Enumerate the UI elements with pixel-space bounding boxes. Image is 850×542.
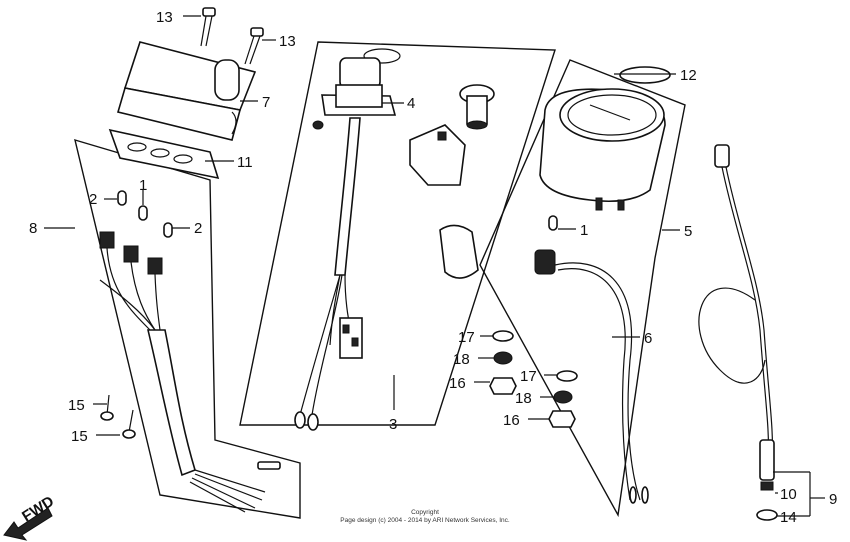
switch-body bbox=[409, 124, 466, 186]
bulb-1-right bbox=[548, 215, 558, 231]
nut-18-right bbox=[553, 390, 573, 404]
callout-1-right: 1 bbox=[580, 222, 588, 239]
bulb-1-left bbox=[138, 205, 148, 221]
callout-3: 3 bbox=[389, 416, 397, 433]
speedometer-5 bbox=[539, 88, 666, 211]
socket-harness-8 bbox=[99, 231, 281, 513]
clip-15-upper bbox=[100, 394, 114, 421]
callout-16-left: 16 bbox=[449, 375, 466, 392]
callout-12: 12 bbox=[680, 67, 697, 84]
panel-left bbox=[74, 138, 301, 519]
callout-14: 14 bbox=[780, 509, 797, 526]
clip-15-lower bbox=[122, 409, 136, 439]
washer-17-right bbox=[556, 370, 578, 382]
copyright-line-2: Page design (c) 2004 - 2014 by ARI Netwo… bbox=[340, 517, 510, 524]
callout-15-lower: 15 bbox=[71, 428, 88, 445]
panel-center bbox=[239, 41, 556, 426]
key-cylinder bbox=[459, 84, 495, 130]
copyright-line-1: Copyright bbox=[411, 509, 439, 516]
callout-13-right: 13 bbox=[279, 33, 296, 50]
bolt-13-left bbox=[200, 7, 216, 47]
bulb-2-left bbox=[117, 190, 127, 206]
switch-harness-3 bbox=[294, 117, 363, 431]
nut-18-left bbox=[493, 351, 513, 365]
copyright-notice: Copyright Page design (c) 2004 - 2014 by… bbox=[330, 509, 520, 525]
callout-17-left: 17 bbox=[458, 329, 475, 346]
callout-11: 11 bbox=[237, 154, 253, 171]
callout-2-right: 2 bbox=[194, 220, 202, 237]
callout-5: 5 bbox=[684, 223, 692, 240]
callout-4: 4 bbox=[407, 95, 415, 112]
callout-1-left: 1 bbox=[139, 177, 147, 194]
washer-17-left bbox=[492, 330, 514, 342]
indicator-housing-7 bbox=[116, 41, 257, 141]
nut-16-right bbox=[548, 410, 576, 428]
leader-lines bbox=[44, 15, 825, 517]
callout-9: 9 bbox=[829, 491, 837, 508]
callout-10: 10 bbox=[780, 486, 797, 503]
callout-8: 8 bbox=[29, 220, 37, 237]
fwd-arrow bbox=[3, 507, 53, 541]
callout-2-left: 2 bbox=[89, 191, 97, 208]
bulb-2-right bbox=[163, 222, 173, 238]
gasket-11 bbox=[108, 128, 220, 180]
callout-16-right: 16 bbox=[503, 412, 520, 429]
ignition-switch-4 bbox=[312, 48, 401, 130]
socket-wire-6 bbox=[534, 249, 649, 504]
lens-12 bbox=[619, 66, 671, 84]
callout-17-right: 17 bbox=[520, 368, 537, 385]
callout-18-left: 18 bbox=[453, 351, 470, 368]
callout-6: 6 bbox=[644, 330, 652, 347]
callout-13-left: 13 bbox=[156, 9, 173, 26]
callout-7: 7 bbox=[262, 94, 270, 111]
callout-15-upper: 15 bbox=[68, 397, 85, 414]
bolt-13-right bbox=[244, 27, 264, 65]
speedometer-cable-9 bbox=[698, 144, 778, 521]
callout-18-right: 18 bbox=[515, 390, 532, 407]
panel-right bbox=[479, 59, 686, 518]
nut-16-left bbox=[489, 377, 517, 395]
switch-cover bbox=[439, 224, 479, 279]
